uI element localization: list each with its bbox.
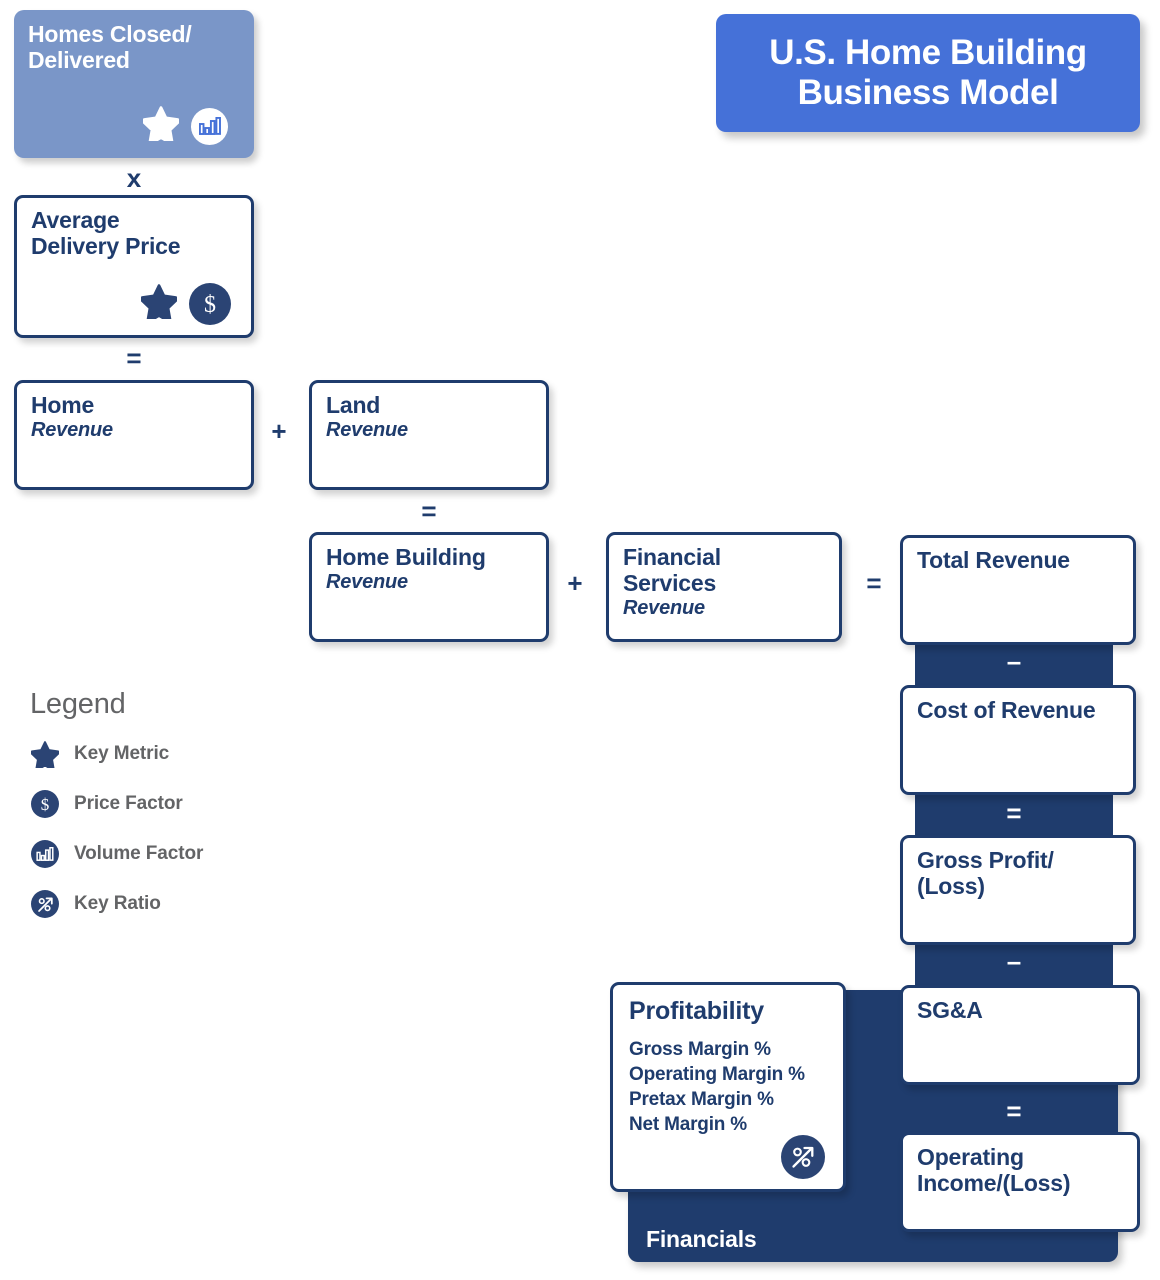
financials-panel-label: Financials [646, 1226, 757, 1252]
legend-item-price-factor: $ Price Factor [30, 779, 330, 829]
volume-factor-icon [191, 107, 228, 145]
operator-plus-1: + [271, 416, 287, 446]
card-home-building-revenue[interactable]: Home Building Revenue [309, 532, 549, 642]
page-title: U.S. Home Building Business Model [716, 14, 1140, 132]
legend-item-volume-factor: Volume Factor [30, 829, 330, 879]
key-ratio-icon [30, 890, 60, 918]
card-title: Homes Closed/ Delivered [28, 21, 192, 73]
operator-equals-3: = [866, 568, 882, 598]
operator-minus-1: – [1006, 646, 1022, 676]
card-gross-profit-loss[interactable]: Gross Profit/ (Loss) [900, 835, 1136, 945]
list-item: Gross Margin % [629, 1039, 771, 1060]
card-financial-services-revenue[interactable]: Financial Services Revenue [606, 532, 842, 642]
card-title: Operating Income/(Loss) [917, 1144, 1071, 1196]
operator-equals-4: = [1006, 798, 1022, 828]
key-metric-star-icon [30, 740, 60, 768]
title-line-1: U.S. Home Building [769, 33, 1087, 73]
svg-text:$: $ [41, 795, 50, 813]
list-item: Operating Margin % [629, 1064, 805, 1086]
price-factor-icon: $ [30, 790, 60, 818]
key-ratio-icon [781, 1135, 825, 1179]
operator-multiply: x [126, 163, 142, 193]
svg-text:$: $ [204, 292, 216, 317]
card-operating-income-loss[interactable]: Operating Income/(Loss) [900, 1132, 1140, 1232]
operator-equals-2: = [421, 496, 437, 526]
key-metric-star-icon [141, 106, 181, 146]
legend-title: Legend [30, 688, 126, 720]
card-profitability[interactable]: Profitability Gross Margin % Operating M… [610, 982, 846, 1192]
card-subtitle: Revenue [326, 570, 408, 593]
legend: Legend Key Metric $ Price Factor [30, 688, 330, 929]
card-subtitle: Revenue [326, 418, 408, 441]
card-sga[interactable]: SG&A [900, 985, 1140, 1085]
operator-plus-2: + [567, 568, 583, 598]
icon-row: $ [139, 283, 231, 325]
card-title: Profitability [629, 997, 764, 1025]
card-title: Financial Services [623, 544, 721, 596]
card-subtitle: Revenue [623, 596, 705, 619]
price-factor-icon: $ [189, 283, 231, 325]
card-title: Total Revenue [917, 547, 1070, 573]
card-title: Home Building [326, 544, 486, 570]
operator-minus-2: – [1006, 946, 1022, 976]
operator-equals-1: = [126, 343, 142, 373]
card-homes-closed-delivered[interactable]: Homes Closed/ Delivered [14, 10, 254, 158]
card-title: Cost of Revenue [917, 697, 1096, 723]
legend-item-label: Key Ratio [74, 893, 161, 914]
key-metric-star-icon [139, 284, 179, 324]
card-title: Average Delivery Price [31, 207, 181, 259]
legend-item-key-ratio: Key Ratio [30, 879, 330, 929]
legend-item-label: Volume Factor [74, 843, 204, 864]
list-item: Pretax Margin % [629, 1089, 774, 1111]
list-item: Net Margin % [629, 1114, 747, 1136]
card-cost-of-revenue[interactable]: Cost of Revenue [900, 685, 1136, 795]
icon-row [141, 106, 228, 146]
profitability-metric-list: Gross Margin % Operating Margin % Pretax… [629, 1037, 827, 1137]
card-title: SG&A [917, 997, 983, 1023]
card-title: Home [31, 392, 95, 418]
legend-item-label: Price Factor [74, 793, 183, 814]
card-total-revenue[interactable]: Total Revenue [900, 535, 1136, 645]
card-title: Land [326, 392, 381, 418]
card-average-delivery-price[interactable]: Average Delivery Price $ [14, 195, 254, 338]
volume-factor-icon [30, 840, 60, 868]
title-line-2: Business Model [797, 73, 1059, 112]
card-subtitle: Revenue [31, 418, 113, 441]
operator-equals-5: = [1006, 1096, 1022, 1126]
card-title: Gross Profit/ (Loss) [917, 847, 1054, 899]
card-home-revenue[interactable]: Home Revenue [14, 380, 254, 490]
legend-item-key-metric: Key Metric [30, 729, 330, 779]
legend-item-label: Key Metric [74, 743, 170, 764]
card-land-revenue[interactable]: Land Revenue [309, 380, 549, 490]
